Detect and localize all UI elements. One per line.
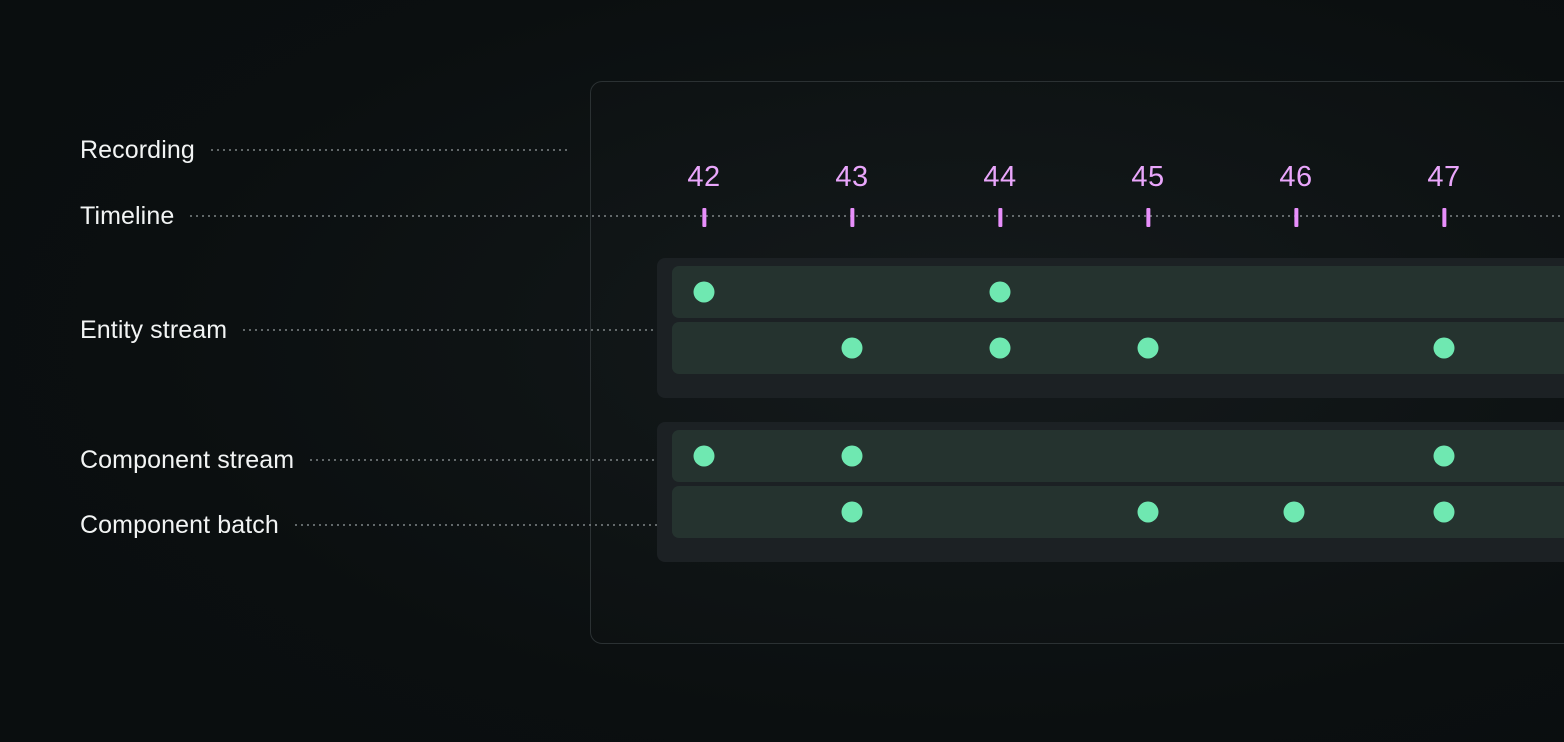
leader-dotted-line-recording [208,149,567,151]
event-dot[interactable] [1433,337,1455,359]
timeline-tick-mark-42 [701,208,706,227]
leader-label-entity-stream: Entity stream [80,315,228,344]
timeline-tick-47[interactable]: 47 [1427,163,1460,227]
leader-label-component-stream: Component stream [80,445,295,474]
component-batch-row-1[interactable] [672,486,1564,538]
component-stream-row-1[interactable] [672,430,1564,482]
event-dot[interactable] [989,337,1011,359]
timeline-tick-46[interactable]: 46 [1279,163,1312,227]
event-dot[interactable] [841,337,863,359]
event-dot[interactable] [1137,337,1159,359]
event-dot[interactable] [1433,501,1455,523]
leader-dotted-line-timeline [188,215,1564,217]
timeline-tick-mark-47 [1441,208,1446,227]
event-dot[interactable] [989,281,1011,303]
event-dot[interactable] [1283,501,1305,523]
timeline-tick-label-47: 47 [1427,161,1461,193]
event-dot[interactable] [841,445,863,467]
timeline-tick-mark-43 [849,208,854,227]
entity-stream-group [657,258,1564,398]
component-stream-group [657,422,1564,562]
entity-row-1[interactable] [672,266,1564,318]
entity-row-2[interactable] [672,322,1564,374]
timeline-tick-45[interactable]: 45 [1131,163,1164,227]
timeline-tick-label-44: 44 [983,161,1017,193]
leader-label-component-batch: Component batch [80,510,279,539]
recording-card [590,81,1564,644]
timeline-tick-label-43: 43 [835,161,869,193]
timeline-tick-mark-46 [1293,208,1298,227]
event-dot[interactable] [693,445,715,467]
leader-timeline: Timeline [80,199,1564,233]
timeline-tick-mark-44 [997,208,1002,227]
timeline-tick-44[interactable]: 44 [983,163,1016,227]
timeline-tick-42[interactable]: 42 [687,163,720,227]
timeline-tick-43[interactable]: 43 [835,163,868,227]
timeline-tick-mark-45 [1145,208,1150,227]
timeline-tick-label-46: 46 [1279,161,1313,193]
event-dot[interactable] [1433,445,1455,467]
leader-recording: Recording [80,133,567,167]
timeline-tick-label-45: 45 [1131,161,1165,193]
leader-label-timeline: Timeline [80,201,175,230]
leader-label-recording: Recording [80,135,195,164]
event-dot[interactable] [693,281,715,303]
timeline-tick-label-42: 42 [687,161,721,193]
event-dot[interactable] [841,501,863,523]
event-dot[interactable] [1137,501,1159,523]
